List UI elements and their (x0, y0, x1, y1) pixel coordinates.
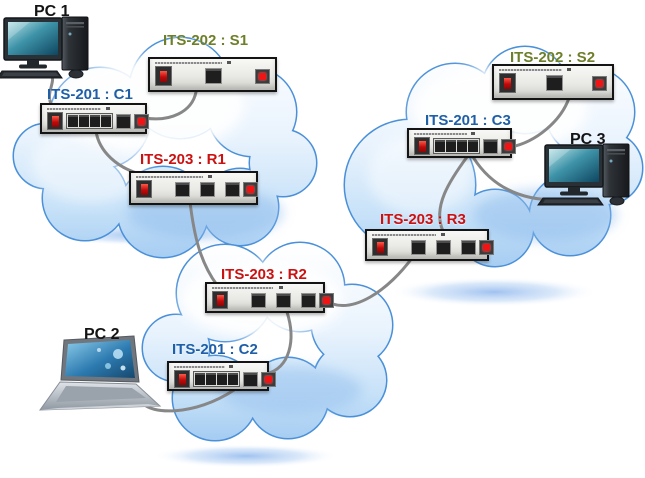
label-c2: ITS-201 : C2 (172, 341, 258, 358)
device-s2-its202 (492, 64, 614, 100)
cable-s1-c1 (143, 90, 198, 121)
panel-button (592, 75, 607, 91)
power-switch (174, 370, 190, 388)
panel-fine-print (499, 68, 607, 72)
label-c3: ITS-201 : C3 (425, 112, 511, 129)
ethernet-port (251, 292, 266, 308)
ethernet-port (200, 181, 215, 197)
ethernet-switch-ports (193, 371, 240, 387)
panel-button (479, 239, 494, 255)
ethernet-port (301, 292, 316, 308)
panel-button (261, 371, 276, 387)
panel-fine-print (414, 132, 505, 136)
cloud-shadow-bottom (153, 444, 339, 468)
ethernet-port (116, 113, 131, 129)
ethernet-port (276, 292, 291, 308)
power-switch (47, 112, 63, 130)
panel-fine-print (136, 175, 251, 179)
ethernet-port (545, 75, 563, 91)
device-r3-its203 (365, 229, 494, 261)
ethernet-port (205, 68, 222, 84)
label-c1: ITS-201 : C1 (47, 86, 133, 103)
panel-fine-print (212, 286, 318, 290)
device-r2-its203 (205, 282, 334, 313)
pc1-desktop-computer-icon (0, 16, 89, 79)
power-switch (499, 73, 516, 93)
device-c1-its201 (40, 103, 149, 134)
cloud-shadow-right (390, 277, 598, 307)
label-r1: ITS-203 : R1 (140, 151, 226, 168)
label-pc1: PC 1 (34, 3, 70, 20)
device-c2-its201 (167, 361, 276, 391)
device-c3-its201 (407, 128, 516, 158)
ethernet-switch-ports (66, 113, 113, 129)
panel-button (134, 113, 149, 129)
label-s2: ITS-202 : S2 (510, 49, 596, 66)
panel-fine-print (47, 107, 140, 111)
panel-fine-print (174, 365, 262, 369)
label-s1: ITS-202 : S1 (163, 32, 249, 49)
ethernet-port (175, 181, 190, 197)
cable-r1-r2 (188, 200, 219, 287)
panel-fine-print (372, 233, 482, 237)
power-switch (414, 137, 430, 155)
label-pc2: PC 2 (84, 326, 120, 343)
power-switch (212, 291, 228, 309)
power-switch (372, 238, 388, 256)
panel-button (243, 181, 258, 197)
power-switch (155, 66, 172, 86)
ethernet-port (483, 138, 498, 154)
ethernet-switch-ports (433, 138, 480, 154)
ethernet-port (243, 371, 258, 387)
panel-button (255, 68, 270, 84)
panel-fine-print (155, 61, 270, 65)
panel-button (319, 292, 334, 308)
label-r2: ITS-203 : R2 (221, 266, 307, 283)
ethernet-port (225, 181, 240, 197)
cable-c3-r3 (438, 155, 469, 233)
power-switch (136, 180, 152, 198)
device-s1-its202 (148, 57, 277, 92)
ethernet-port (461, 239, 476, 255)
label-r3: ITS-203 : R3 (380, 211, 466, 228)
label-pc3: PC 3 (570, 131, 606, 148)
cable-s2-c3 (509, 96, 571, 149)
ethernet-port (411, 239, 426, 255)
panel-button (501, 138, 516, 154)
ethernet-port (436, 239, 451, 255)
device-r1-its203 (129, 171, 258, 205)
